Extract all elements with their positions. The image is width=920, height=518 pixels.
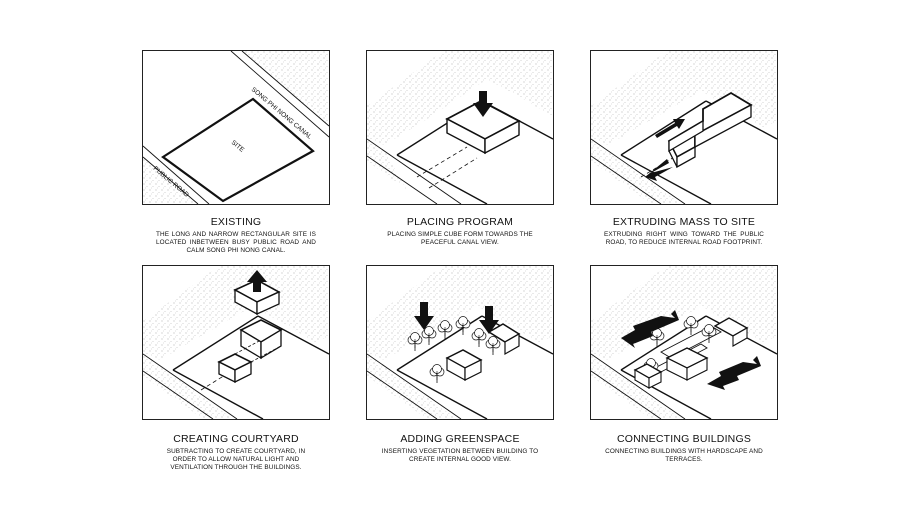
creating-courtyard-title: CREATING COURTYARD (173, 433, 299, 445)
creating-courtyard-caption: SUBTRACTING TO CREATE COURTYARD, IN ORDE… (166, 448, 306, 471)
existing-title: EXISTING (210, 216, 262, 228)
connecting-buildings-title: CONNECTING BUILDINGS (616, 433, 752, 445)
existing-axonometric: SONG PHI NONG CANAL SITE PUBLIC ROAD (143, 51, 329, 204)
placing-program-title: PLACING PROGRAM (406, 216, 514, 228)
adding-greenspace-diagram (366, 265, 554, 420)
existing-diagram: SONG PHI NONG CANAL SITE PUBLIC ROAD (142, 50, 330, 205)
adding-greenspace-axonometric (367, 266, 553, 419)
existing-caption: THE LONG AND NARROW RECTANGULAR SITE IS … (156, 231, 316, 254)
connecting-buildings-caption: CONNECTING BUILDINGS WITH HARDSCAPE AND … (605, 448, 763, 463)
placing-program-axonometric (367, 51, 553, 204)
adding-greenspace-caption: INSERTING VEGETATION BETWEEN BUILDING TO… (381, 448, 539, 463)
extruding-mass-diagram (590, 50, 778, 205)
extruding-mass-axonometric (591, 51, 777, 204)
extruding-mass-title: EXTRUDING MASS TO SITE (612, 216, 756, 228)
connecting-buildings-axonometric (591, 266, 777, 419)
placing-program-caption: PLACING SIMPLE CUBE FORM TOWARDS THE PEA… (387, 231, 533, 246)
extruding-mass-caption: EXTRUDING RIGHT WING TOWARD THE PUBLIC R… (604, 231, 764, 246)
creating-courtyard-axonometric (143, 266, 329, 419)
creating-courtyard-diagram (142, 265, 330, 420)
connecting-buildings-diagram (590, 265, 778, 420)
adding-greenspace-title: ADDING GREENSPACE (400, 433, 520, 445)
placing-program-diagram (366, 50, 554, 205)
